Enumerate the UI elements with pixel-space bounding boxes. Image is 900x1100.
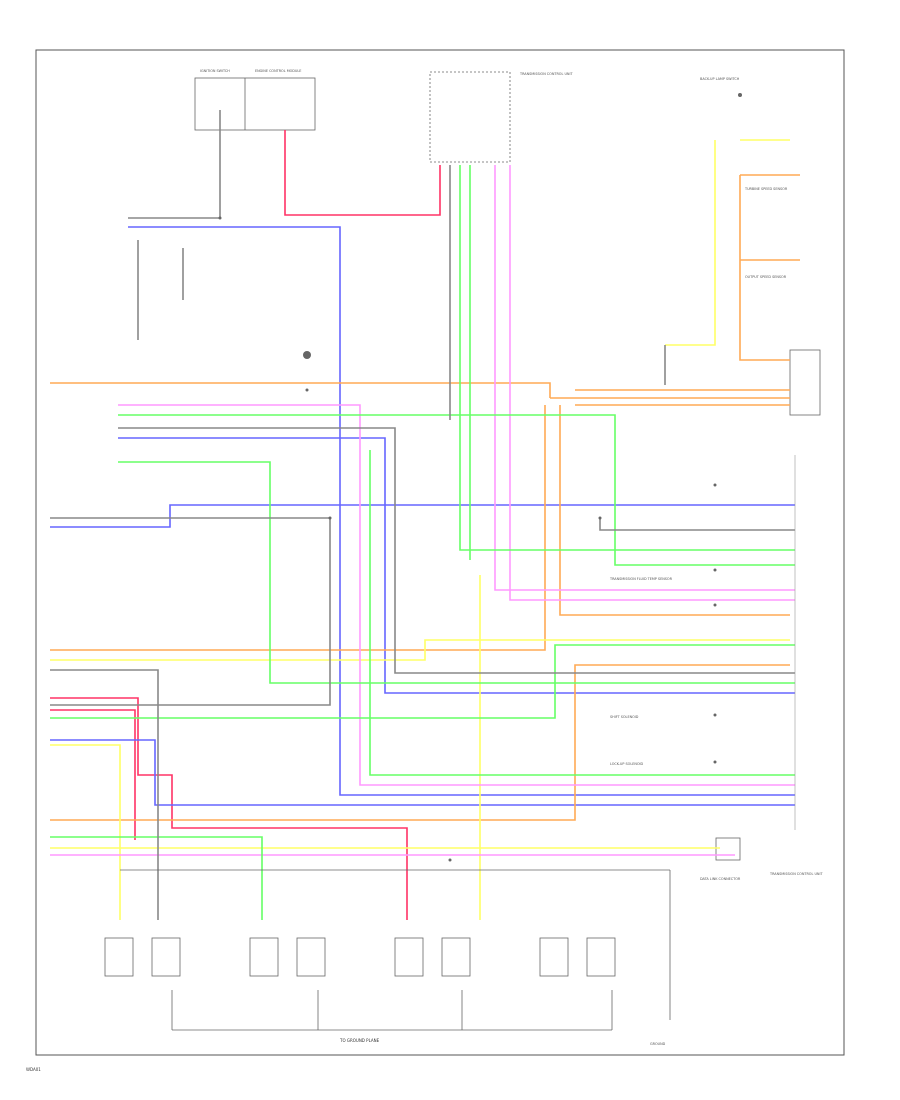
dot-3 (598, 516, 602, 520)
label-output-sensor: OUTPUT SPEED SENSOR (745, 275, 787, 279)
sensor-1a (104, 937, 134, 977)
wire-blue-3 (118, 437, 795, 694)
dot-8 (713, 603, 717, 607)
wire-yellow-2 (50, 639, 790, 661)
label-lockup-solenoid: LOCK-UP SOLENOID (610, 762, 644, 766)
ignition-switch-box (194, 77, 316, 131)
label-tcu-side: TRANSMISSION CONTROL UNIT (769, 872, 823, 876)
label-ecm: ENGINE CONTROL MODULE (255, 69, 301, 73)
wire-green-3 (118, 461, 795, 684)
ecm-box (429, 71, 511, 163)
dot-7 (713, 568, 717, 572)
sensor-3a (394, 937, 424, 977)
wire-orange-5 (739, 175, 790, 361)
diagram-frame (35, 49, 845, 1056)
wire-green-4 (50, 644, 795, 719)
wire-gray-6 (128, 110, 221, 219)
wire-gray-4 (599, 518, 795, 531)
wire-yellow-3 (50, 744, 121, 920)
dot-6 (713, 483, 717, 487)
label-ground: GROUND (650, 1042, 666, 1046)
label-ignition-switch: IGNITION SWITCH (200, 69, 230, 73)
wire-blue-4 (50, 739, 795, 806)
wire-orange-8 (50, 664, 790, 821)
sensor-1b (151, 937, 181, 977)
wire-gray-1 (118, 427, 795, 674)
label-ground-bus: TO GROUND PLANE (339, 1038, 380, 1043)
wire-red-2 (50, 697, 408, 920)
dot-2 (305, 388, 309, 392)
wire-blue-1 (128, 226, 795, 796)
label-shift-solenoid: SHIFT SOLENOID (610, 715, 639, 719)
wire-green-2 (459, 165, 795, 551)
dot-11 (738, 93, 742, 97)
sensor-4b (586, 937, 616, 977)
ground-and-sensors (104, 869, 671, 1031)
sensor-2a (249, 937, 279, 977)
wires (50, 110, 800, 920)
dot-10 (713, 760, 717, 764)
wire-red-1 (284, 130, 441, 216)
dot-4 (328, 516, 332, 520)
sensor-2b (296, 937, 326, 977)
sensor-4a (539, 937, 569, 977)
label-dlc: DATA LINK CONNECTOR (700, 877, 741, 881)
connector-dots (218, 93, 742, 862)
wire-orange-1 (50, 382, 551, 398)
wire-green-1 (118, 414, 795, 566)
tcu-box (789, 349, 821, 416)
wire-red-3 (50, 709, 136, 840)
wire-orange-4 (559, 405, 790, 616)
label-fluid-temp: TRANSMISSION FLUID TEMP SENSOR (609, 577, 673, 581)
wire-orange-3 (50, 405, 546, 651)
wire-pink-1 (118, 404, 795, 786)
label-turbine-sensor: TURBINE SPEED SENSOR (744, 187, 788, 191)
wire-pink-3 (509, 165, 795, 601)
wire-gray-2 (50, 517, 331, 706)
wire-pink-2 (494, 165, 795, 591)
footer-code: WDA01 (26, 1067, 41, 1072)
wire-blue-2 (50, 504, 795, 528)
wire-yellow-1 (665, 140, 716, 346)
sensor-3b (441, 937, 471, 977)
label-tcu-top: TRANSMISSION CONTROL UNIT (519, 72, 573, 76)
wire-green-5 (50, 836, 263, 920)
top-components (194, 71, 821, 861)
dlc-box (715, 837, 741, 861)
dot-12 (303, 351, 311, 359)
wire-green-6 (369, 450, 795, 776)
wire-gray-3 (50, 669, 159, 920)
dot-1 (218, 216, 222, 220)
dot-9 (713, 713, 717, 717)
dot-5 (448, 858, 452, 862)
label-backup-switch: BACK-UP LAMP SWITCH (700, 77, 740, 81)
